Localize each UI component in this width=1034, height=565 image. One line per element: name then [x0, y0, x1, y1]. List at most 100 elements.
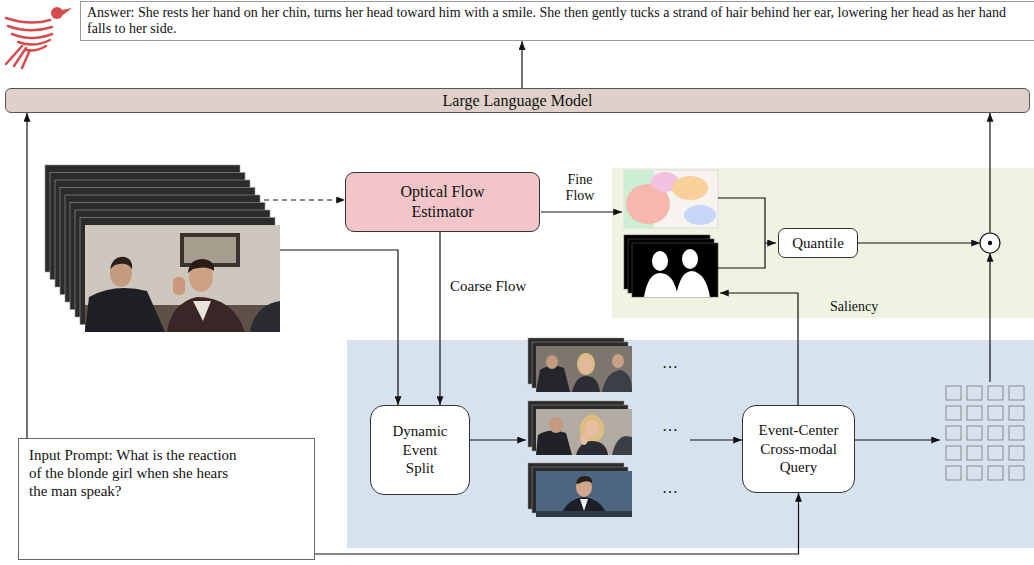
token-square [967, 466, 982, 480]
person-shirt [193, 301, 211, 321]
node-text: Optical Flow Estimator [385, 182, 500, 222]
node-text: Dynamic Event Split [387, 422, 453, 478]
clip-image [536, 346, 632, 392]
product-symbol [980, 233, 1000, 253]
prompt-box: Input Prompt: What is the reaction of th… [18, 438, 315, 560]
arrow-line [470, 439, 526, 440]
logo-beak [62, 8, 72, 15]
token-square [946, 426, 961, 440]
process-box: Dynamic Event Split [370, 405, 470, 495]
mask-frame [632, 243, 718, 297]
mask-silhouette [676, 271, 710, 297]
answer-box: Answer: She rests her hand on her chin, … [80, 1, 1034, 41]
person-hair [577, 353, 595, 375]
event-panel [347, 340, 1034, 548]
arrow-line [541, 211, 622, 212]
wall-picture [184, 237, 236, 263]
frame-wall [85, 225, 280, 332]
token-square [967, 386, 982, 400]
flow-region [672, 176, 708, 200]
token-square [967, 426, 982, 440]
ellipsis: … [662, 354, 678, 372]
token-square [1009, 406, 1024, 420]
arrow-line [989, 113, 990, 233]
flow-region [684, 205, 716, 225]
node-text: Answer: She rests her hand on her chin, … [87, 5, 1029, 37]
person-body [612, 436, 632, 455]
token-square [946, 406, 961, 420]
token-square [946, 446, 961, 460]
person-hair [576, 476, 592, 484]
mask-silhouette [652, 251, 668, 271]
clip-image [536, 409, 632, 455]
token-square [988, 446, 1003, 460]
token-square [1009, 386, 1024, 400]
token-square [967, 406, 982, 420]
flow-label: Saliency [830, 299, 878, 315]
person-body [167, 297, 245, 332]
token-square [946, 386, 961, 400]
person-hair [188, 259, 214, 273]
arrow-line [280, 250, 398, 405]
process-box: Optical Flow Estimator [345, 172, 540, 232]
ellipsis: … [662, 417, 678, 435]
process-box: Event-Center Cross-modal Query [742, 405, 855, 493]
product-dot [988, 241, 992, 245]
arrow-line [858, 242, 980, 243]
person-face [580, 357, 592, 373]
logo-stripe [6, 18, 50, 23]
flow-panel [612, 168, 1034, 318]
token-square [988, 466, 1003, 480]
connector-arrow [26, 113, 27, 438]
person-hand [173, 277, 185, 295]
node-text: Event-Center Cross-modal Query [751, 421, 846, 477]
person-body [572, 376, 600, 392]
person-body [536, 430, 572, 455]
person-hair [110, 257, 132, 269]
connector-arrow [439, 232, 440, 405]
logo-tail [6, 46, 30, 68]
dashed-arrow [264, 199, 345, 200]
process-box: Quantile [778, 228, 858, 258]
person-face [546, 355, 558, 369]
person-face [549, 417, 563, 433]
flow-image [624, 170, 718, 228]
flow-label: Fine Flow [558, 172, 602, 204]
arrow-line [720, 293, 798, 405]
person-body [85, 288, 165, 332]
token-square [967, 446, 982, 460]
person-body [602, 370, 632, 392]
arrow-line [690, 439, 742, 440]
logo-head [51, 7, 63, 19]
person-body [250, 301, 280, 332]
clip-image [536, 471, 632, 517]
token-square [1009, 446, 1024, 460]
node-text: Input Prompt: What is the reaction of th… [29, 446, 244, 500]
logo-stripe [12, 34, 52, 38]
merge-line [718, 243, 765, 268]
person-face [612, 354, 624, 368]
person-shirt [580, 499, 588, 511]
person-body [536, 365, 570, 392]
logo-stripe [8, 26, 52, 30]
arrow-line [855, 439, 940, 440]
token-square [1009, 466, 1024, 480]
mask-silhouette [682, 249, 698, 269]
token-square [1009, 426, 1024, 440]
node-text: Quantile [792, 235, 844, 252]
person-body [576, 441, 608, 455]
connector-arrow [315, 493, 799, 554]
desk [536, 511, 632, 517]
logo-stripe [18, 40, 50, 45]
token-square [946, 466, 961, 480]
connector-arrow [521, 41, 522, 88]
llm-bar: Large Language Model [5, 88, 1030, 113]
arrow-line [718, 198, 776, 243]
node-text: Large Language Model [443, 92, 593, 110]
token-square [988, 406, 1003, 420]
person-hand [580, 433, 588, 445]
mask-silhouette [644, 273, 678, 297]
token-square [988, 386, 1003, 400]
